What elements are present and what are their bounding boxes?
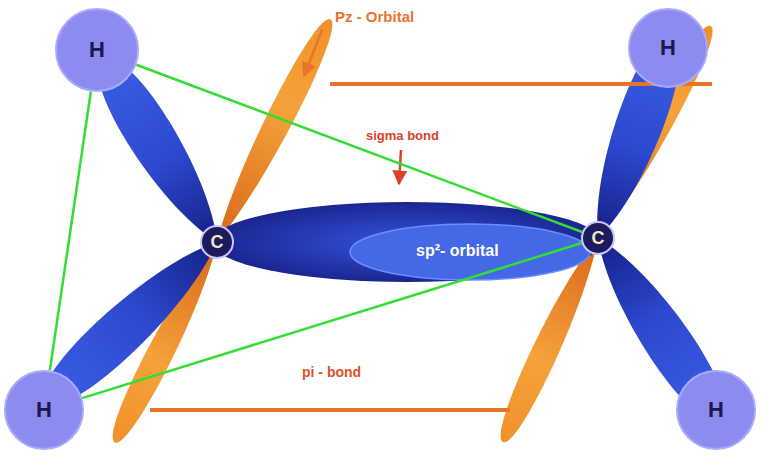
green-connector: [82, 243, 582, 398]
hydrogen-atom: H: [4, 370, 84, 450]
hydrogen-atom: H: [55, 8, 139, 92]
carbon-atom-circle: [201, 226, 233, 258]
carbon-atom: C: [581, 221, 615, 255]
hydrogen-atom-circle: [5, 371, 83, 449]
pi-bond-line: [150, 408, 510, 412]
orbital-label: Pz - Orbital: [335, 8, 414, 25]
leader-arrow: [399, 150, 401, 184]
hydrogen-atom: H: [676, 370, 756, 450]
atom-symbol: H: [55, 8, 139, 92]
green-connector: [136, 65, 582, 232]
orbital-label: sp²- orbital: [416, 242, 499, 260]
bond-label: sigma bond: [366, 128, 439, 143]
hydrogen-atom: H: [628, 8, 708, 88]
atom-symbol: C: [200, 225, 234, 259]
hydrogen-atom-circle: [629, 9, 707, 87]
atom-symbol: H: [676, 370, 756, 450]
leader-arrow: [304, 30, 322, 76]
carbon-atom: C: [200, 225, 234, 259]
atom-symbol: H: [628, 8, 708, 88]
carbon-atom-circle: [582, 222, 614, 254]
sigma-orbital: [212, 202, 602, 282]
bond-label: pi - bond: [302, 364, 361, 380]
orbital-lobes: [29, 13, 740, 448]
hydrogen-atom-circle: [56, 9, 138, 91]
atom-symbol: C: [581, 221, 615, 255]
green-connector: [50, 92, 91, 371]
atom-symbol: H: [4, 370, 84, 450]
hydrogen-atom-circle: [677, 371, 755, 449]
